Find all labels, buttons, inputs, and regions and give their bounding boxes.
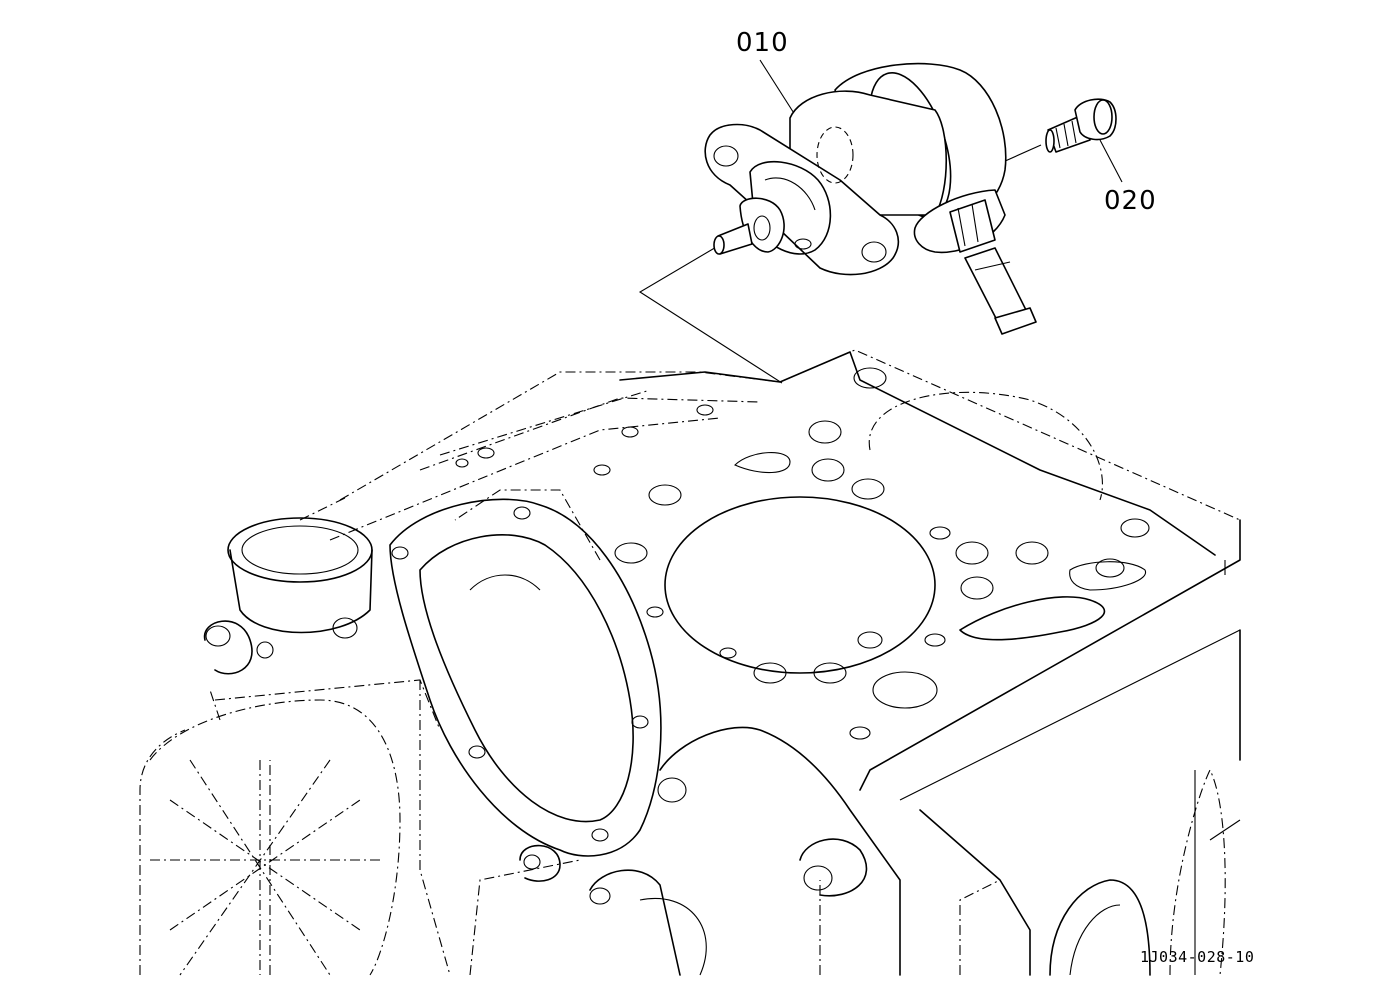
callout-020: 020 bbox=[1104, 186, 1157, 216]
cylinder-bore-1 bbox=[664, 496, 936, 674]
water-port bbox=[227, 517, 373, 583]
engine-block bbox=[139, 349, 1241, 976]
callout-010: 010 bbox=[736, 28, 789, 58]
bell-housing-flange bbox=[389, 498, 662, 857]
part-010-solenoid bbox=[704, 62, 1037, 335]
figure-reference-code: 1J034-028-10 bbox=[1140, 948, 1255, 966]
part-020-bolt bbox=[1045, 98, 1117, 153]
mounting-flange bbox=[704, 123, 899, 276]
